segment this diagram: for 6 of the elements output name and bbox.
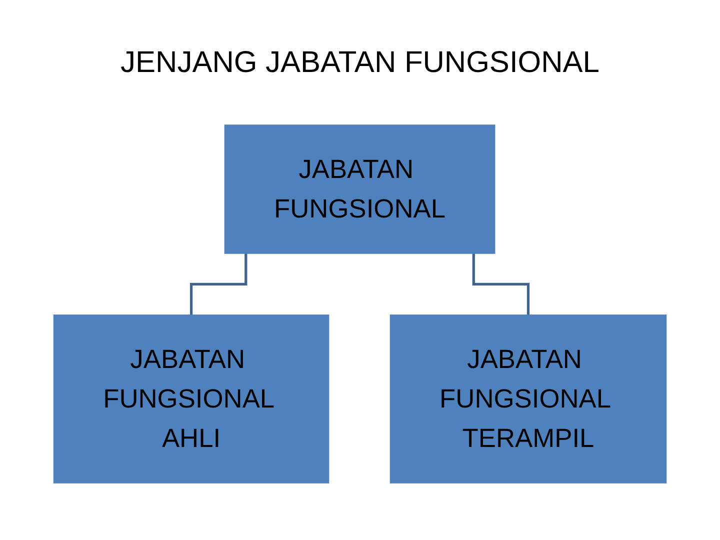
connector-line (190, 253, 248, 316)
process-box: JABATAN FUNGSIONAL AHLI (53, 314, 330, 484)
connector-line (472, 253, 530, 316)
diagram-title: JENJANG JABATAN FUNGSIONAL (120, 46, 600, 80)
process-box: JABATAN FUNGSIONAL (224, 124, 496, 254)
process-box: JABATAN FUNGSIONAL TERAMPIL (390, 314, 667, 484)
